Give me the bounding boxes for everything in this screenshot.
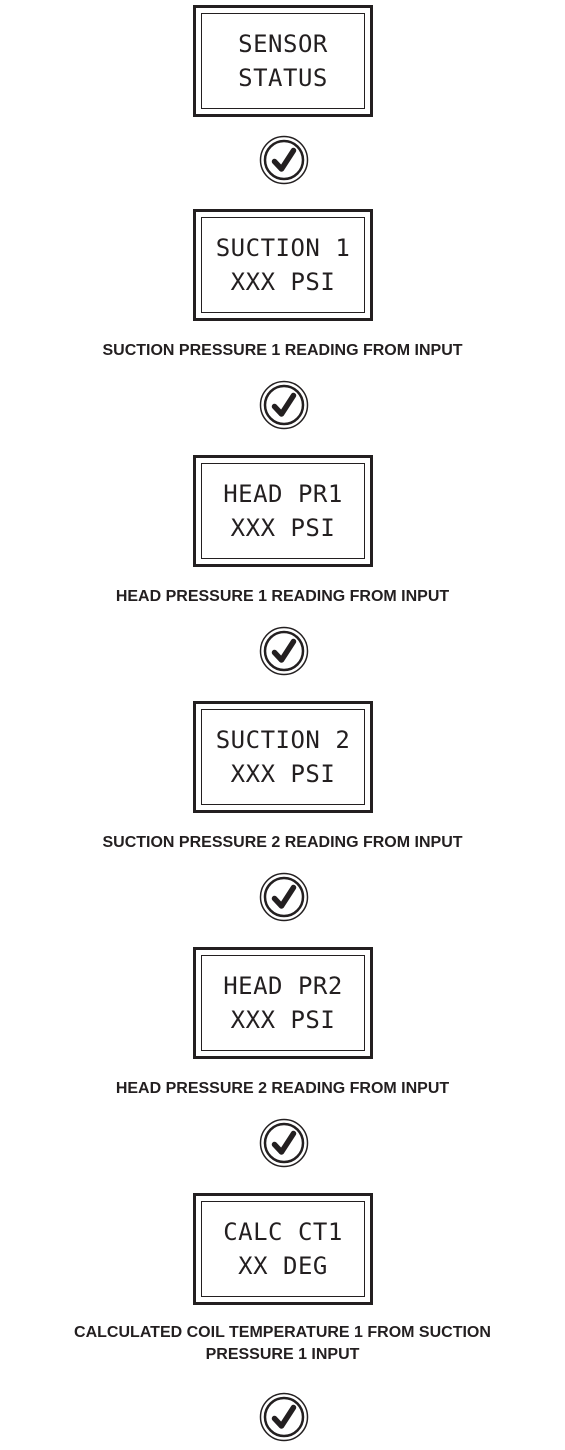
display-line-2: XXX PSI (230, 268, 336, 296)
display-line-1: CALC CT1 (223, 1218, 343, 1246)
caption-line: HEAD PRESSURE 2 READING FROM INPUT (115, 1080, 450, 1097)
caption-suction-1: SUCTION PRESSURE 1 READING FROM INPUT (0, 340, 565, 362)
display-line-2: XX DEG (238, 1252, 328, 1280)
display-line-2: XXX PSI (230, 1006, 336, 1034)
check-circle-icon[interactable] (259, 135, 309, 185)
display-head-pr2: HEAD PR2 XXX PSI (193, 947, 373, 1059)
display-line-1: SUCTION 2 (215, 726, 351, 754)
display-line-1: SUCTION 1 (215, 234, 351, 262)
check-circle-icon[interactable] (259, 626, 309, 676)
caption-line-1: CALCULATED COIL TEMPERATURE 1 FROM SUCTI… (74, 1324, 491, 1341)
display-screen: SENSOR STATUS (201, 13, 365, 109)
display-suction-2: SUCTION 2 XXX PSI (193, 701, 373, 813)
display-line-2: STATUS (238, 64, 328, 92)
display-line-2: XXX PSI (230, 514, 336, 542)
display-screen: CALC CT1 XX DEG (201, 1201, 365, 1297)
display-calc-ct1: CALC CT1 XX DEG (193, 1193, 373, 1305)
caption-line-2: PRESSURE 1 INPUT (205, 1346, 360, 1363)
display-line-1: HEAD PR2 (223, 972, 343, 1000)
check-circle-icon[interactable] (259, 380, 309, 430)
caption-line: SUCTION PRESSURE 1 READING FROM INPUT (102, 342, 463, 359)
caption-line: HEAD PRESSURE 1 READING FROM INPUT (115, 588, 450, 605)
display-screen: HEAD PR2 XXX PSI (201, 955, 365, 1051)
caption-head-pr1: HEAD PRESSURE 1 READING FROM INPUT (0, 586, 565, 608)
display-line-2: XXX PSI (230, 760, 336, 788)
display-suction-1: SUCTION 1 XXX PSI (193, 209, 373, 321)
display-screen: HEAD PR1 XXX PSI (201, 463, 365, 559)
display-screen: SUCTION 2 XXX PSI (201, 709, 365, 805)
caption-calc-ct1: CALCULATED COIL TEMPERATURE 1 FROM SUCTI… (0, 1322, 565, 1366)
display-head-pr1: HEAD PR1 XXX PSI (193, 455, 373, 567)
display-screen: SUCTION 1 XXX PSI (201, 217, 365, 313)
display-sensor-status: SENSOR STATUS (193, 5, 373, 117)
caption-line: SUCTION PRESSURE 2 READING FROM INPUT (102, 834, 463, 851)
check-circle-icon[interactable] (259, 1392, 309, 1442)
display-line-1: HEAD PR1 (223, 480, 343, 508)
caption-suction-2: SUCTION PRESSURE 2 READING FROM INPUT (0, 832, 565, 854)
check-circle-icon[interactable] (259, 1118, 309, 1168)
check-circle-icon[interactable] (259, 872, 309, 922)
caption-head-pr2: HEAD PRESSURE 2 READING FROM INPUT (0, 1078, 565, 1100)
display-line-1: SENSOR (238, 30, 328, 58)
